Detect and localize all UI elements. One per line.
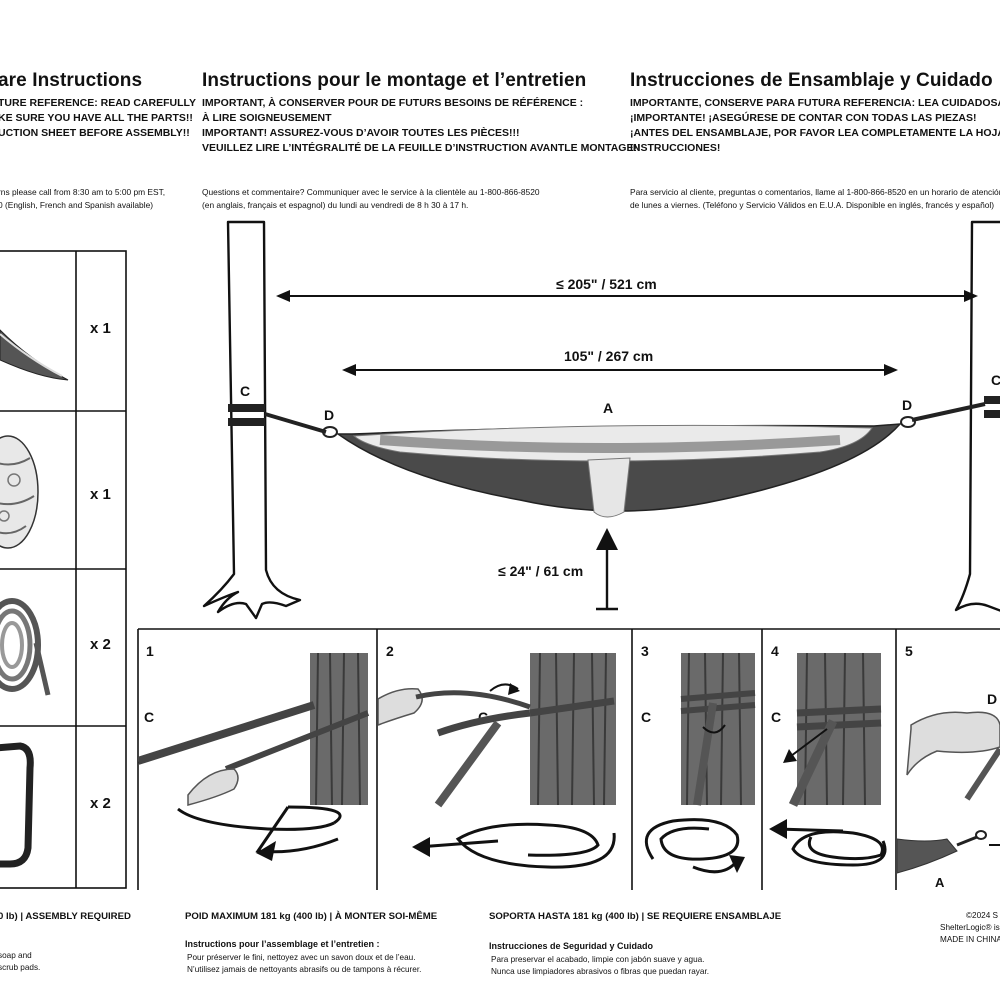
step-3-number: 3 xyxy=(641,643,649,659)
header-spanish: Instrucciones de Ensamblaje y Cuidado IM… xyxy=(630,0,1000,230)
french-important-lines: IMPORTANT, À CONSERVER POUR DE FUTURS BE… xyxy=(202,97,641,154)
english-title: are Instructions xyxy=(0,70,143,91)
step-1-panel: 1 C xyxy=(138,629,377,889)
step-4-number: 4 xyxy=(771,643,779,659)
spanish-important-lines: IMPORTANTE, CONSERVE PARA FUTURA REFEREN… xyxy=(630,97,1000,154)
label-c-right-strap: C xyxy=(991,372,1000,388)
english-care-title: : xyxy=(0,938,1,950)
step-3-label-c: C xyxy=(641,709,652,725)
part-qty-tree-strap: x 2 xyxy=(90,636,111,653)
step-5-label-a: A xyxy=(935,875,945,889)
part-qty-carabiner: x 2 xyxy=(90,795,111,812)
step-4-label-c: C xyxy=(771,709,782,725)
step-1-label-c: C xyxy=(144,709,155,725)
step-5-illustration xyxy=(897,711,1000,874)
english-important-lines: TURE REFERENCE: READ CAREFULLY KE SURE Y… xyxy=(0,97,196,139)
french-weight-limit: POID MAXIMUM 181 kg (400 lb) | À MONTER … xyxy=(185,911,438,922)
english-weight-limit: 0 lb) | ASSEMBLY REQUIRED xyxy=(0,911,131,922)
tree-strap-icon xyxy=(0,598,51,696)
step-1-number: 1 xyxy=(146,643,154,659)
step-3-panel: 3 C xyxy=(633,629,762,889)
step-2-number: 2 xyxy=(386,643,394,659)
spanish-service-text: Para servicio al cliente, preguntas o co… xyxy=(630,187,1000,210)
hammock-length-label: 105" / 267 cm xyxy=(560,348,658,364)
label-c-left-strap: C xyxy=(240,383,251,399)
spanish-care-text: Para preservar el acabado, limpie con ja… xyxy=(491,955,710,976)
total-span-label: ≤ 205" / 521 cm xyxy=(552,276,661,292)
step-4-illustration xyxy=(769,652,887,867)
total-span-dimension xyxy=(276,290,978,302)
label-d-right-carabiner: D xyxy=(902,397,913,413)
hammock-length-dimension xyxy=(342,364,898,376)
step-1-illustration xyxy=(138,652,370,861)
right-strap xyxy=(911,402,986,422)
step-2-panel: 2 C xyxy=(378,629,632,889)
left-carabiner-icon xyxy=(322,426,338,438)
part-qty-stuff-sack: x 1 xyxy=(90,486,111,503)
spanish-care-title: Instrucciones de Seguridad y Cuidado xyxy=(489,941,654,951)
french-service-text: Questions et commentaire? Communiquer av… xyxy=(202,187,540,210)
parts-table-grid xyxy=(0,250,127,889)
spanish-title: Instrucciones de Ensamblaje y Cuidado xyxy=(630,70,993,91)
stuff-sack-icon xyxy=(0,435,39,549)
right-tree-icon xyxy=(954,220,1000,612)
parts-table: x 1 x 1 x 2 x 2 xyxy=(0,250,128,890)
english-care-text: soap and scrub pads. xyxy=(0,951,41,972)
step-5-label-d: D xyxy=(987,691,998,707)
french-care-title: Instructions pour l’assemblage et l’entr… xyxy=(185,939,380,949)
height-dimension xyxy=(596,528,618,611)
right-carabiner-icon xyxy=(900,416,916,428)
english-service-text: rns please call from 8:30 am to 5:00 pm … xyxy=(0,187,166,210)
french-care-text: Pour préserver le fini, nettoyez avec un… xyxy=(187,953,422,974)
hammock-icon xyxy=(0,329,69,381)
left-tree-icon xyxy=(202,220,302,620)
spanish-weight-limit: SOPORTA HASTA 181 kg (400 lb) | SE REQUI… xyxy=(489,911,782,922)
step-5-panel: 5 D A xyxy=(897,629,1000,889)
setup-diagram xyxy=(202,220,1000,620)
part-qty-hammock: x 1 xyxy=(90,320,111,337)
step-3-illustration xyxy=(644,652,756,874)
hammock-illustration xyxy=(335,423,902,518)
label-d-left-carabiner: D xyxy=(324,407,335,423)
french-title: Instructions pour le montage et l’entret… xyxy=(202,70,587,91)
carabiner-icon xyxy=(0,742,34,868)
step-5-number: 5 xyxy=(905,643,913,659)
legal-text: ©2024 S ShelterLogic® is a re MADE IN CH… xyxy=(940,911,1000,944)
step-4-panel: 4 C xyxy=(763,629,896,889)
left-strap xyxy=(264,412,327,434)
step-2-illustration xyxy=(378,652,616,869)
label-a-hammock: A xyxy=(603,400,614,416)
height-label: ≤ 24" / 61 cm xyxy=(498,563,584,579)
